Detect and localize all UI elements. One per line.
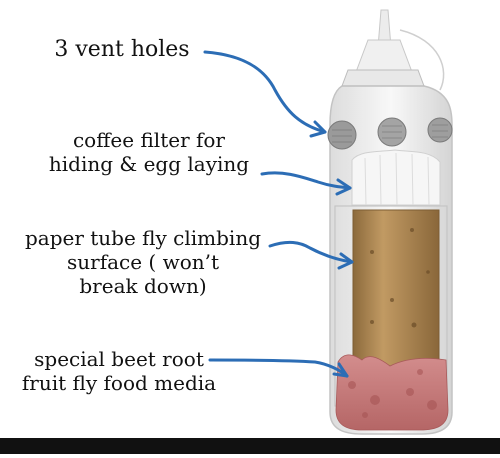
bottle-cap	[341, 69, 425, 87]
arrow-food	[208, 358, 349, 378]
nozzle-cone	[355, 39, 413, 73]
annotation-arrows	[203, 50, 354, 378]
coffee-filter-line1: coffee filter for	[72, 128, 225, 152]
paper-tube-line1: paper tube fly climbing	[24, 226, 262, 250]
vent-hole	[427, 117, 453, 143]
food-line2: fruit fly food media	[21, 371, 217, 395]
label-vent-holes: 3 vent holes	[37, 38, 207, 62]
label-paper-tube: paper tube fly climbing surface ( won’t …	[18, 226, 268, 298]
arrow-paper-tube	[268, 240, 354, 264]
arrow-vent-holes	[203, 50, 327, 134]
bottom-bar	[0, 438, 500, 454]
vent-hole	[327, 120, 357, 150]
paper-tube	[352, 209, 440, 386]
label-coffee-filter: coffee filter for hiding & egg laying	[38, 128, 260, 176]
paper-tube-line2: surface ( won’t	[66, 250, 220, 274]
arrow-coffee-filter	[260, 171, 352, 190]
paper-tube-line3: break down)	[79, 274, 207, 298]
cap-tether	[399, 29, 445, 91]
coffee-filter-line2: hiding & egg laying	[48, 152, 250, 176]
vent-holes	[327, 117, 453, 150]
food-media	[335, 354, 449, 431]
food-line1: special beet root	[34, 347, 204, 371]
label-food-media: special beet root fruit fly food media	[14, 347, 224, 395]
vent-holes-text: 3 vent holes	[54, 37, 190, 62]
